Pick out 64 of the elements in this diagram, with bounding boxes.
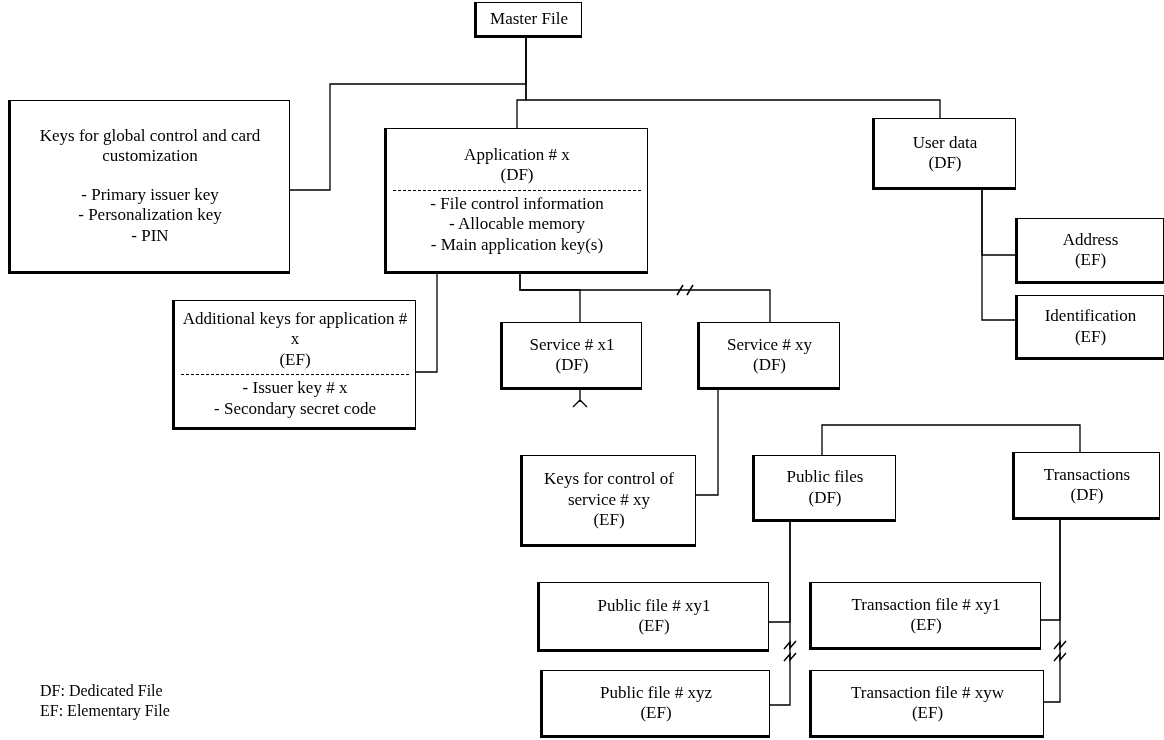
file-detail: - Secondary secret code [214,398,376,419]
file-title: Transaction file # xy1 [851,594,1001,615]
connector-line [415,273,438,373]
file-title: Service # xy [727,334,812,355]
file-box [474,2,582,38]
file-box [809,670,1044,738]
file-title: Transaction file # xyw [851,682,1004,703]
file-box [500,322,642,390]
file-detail: (DF) [928,153,962,174]
connector-line [821,424,1081,456]
abbreviation-note: EF: Elementary File [40,702,170,720]
file-detail: - Primary issuer key [81,184,219,206]
file-box [1015,218,1164,284]
file-detail: - File control information [393,189,641,215]
file-box [809,582,1041,650]
file-box [697,322,840,390]
file-detail: (EF) [1074,326,1107,347]
file-detail: (EF) [911,703,944,724]
file-detail: (EF) [910,615,942,636]
file-detail: - Personalization key [78,205,222,226]
file-title: Address [1062,229,1119,250]
connector-line [1043,519,1061,703]
file-detail: (DF) [555,355,589,376]
file-box [384,128,648,274]
file-box [1012,452,1160,520]
file-title: Keys for control of service # xy [543,469,675,511]
file-title: Public file # xy1 [597,595,711,616]
file-title: Application # x [464,145,570,166]
file-detail: (EF) [640,703,672,724]
connector-line [525,37,941,119]
file-detail: - Allocable memory [449,214,585,235]
file-box [540,670,770,738]
connector-line [695,389,719,496]
file-detail: (DF) [752,355,787,376]
file-detail: (EF) [279,349,311,371]
file-title: Additional keys for application # x [181,309,409,350]
file-title: User data [912,132,978,153]
file-detail: - Issuer key # x [181,374,409,399]
connector-line [981,189,1016,321]
file-detail: (DF) [500,165,534,186]
file-detail: - Main application key(s) [430,234,604,255]
file-detail: (EF) [638,616,670,637]
file-title: Service # x1 [529,334,615,355]
file-box [1015,295,1164,360]
file-box [752,455,896,522]
connector-line [519,273,771,323]
file-box [8,100,290,274]
file-title: Identification [1044,306,1137,327]
file-box [520,455,696,547]
file-box [172,300,416,430]
file-detail: - PIN [131,225,169,246]
file-box [537,582,769,652]
file-title: Keys for global control and card customization [38,126,262,167]
file-detail: (DF) [1070,485,1104,506]
file-title: Transactions [1043,464,1131,485]
file-detail: (DF) [808,487,842,508]
abbreviation-note: DF: Dedicated File [40,682,163,700]
file-title: Master File [490,8,568,30]
file-box [872,118,1016,190]
file-title: Public file # xyz [600,682,712,703]
file-detail: (EF) [593,510,625,531]
connector-line [769,521,791,706]
file-detail: (EF) [1074,250,1107,271]
file-title: Public files [786,467,864,488]
